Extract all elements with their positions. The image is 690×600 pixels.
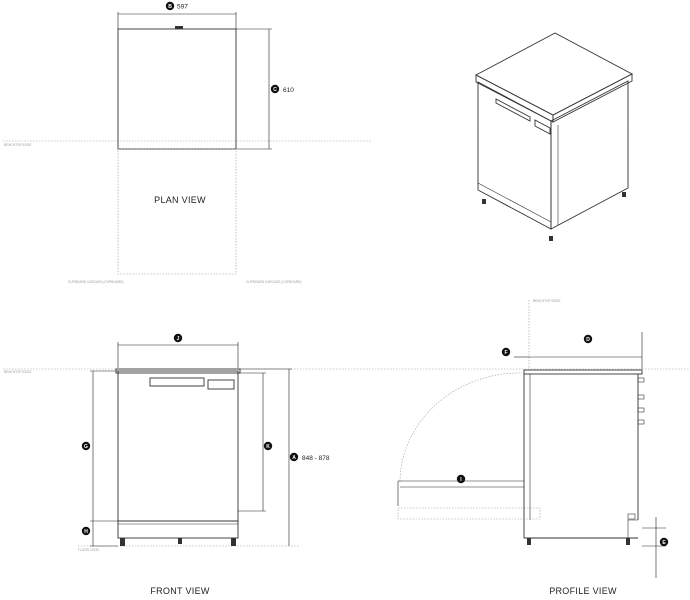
plan-left-cupboard-note: CUPBOARD CARCASS (CUPBOARD) [68,280,123,284]
dim-d-badge [583,334,593,344]
dim-d-badge-letter: D [586,337,590,343]
dim-e-badge [659,537,669,547]
front-control-panel [207,379,235,390]
plan-door-swing-outline [117,148,237,275]
front-door [117,370,239,522]
plan-appliance-outline [117,28,237,150]
profile-rear-bracket [627,513,636,520]
profile-hose-1 [637,377,645,383]
front-view: BENCHTOP EDGE FLOOR LEVEL J G H [3,333,372,596]
dim-i-badge [456,474,466,484]
front-view-label: FRONT VIEW [150,586,210,596]
dim-a-value: 848 - 878 [302,455,330,462]
iso-foot-front-right [549,236,553,241]
profile-foot-front [527,538,531,545]
profile-hose-2 [637,394,645,400]
dim-f-badge-letter: F [504,350,507,356]
profile-rear-step [627,519,638,538]
dim-i-badge-letter: I [460,477,462,483]
iso-control-panel [534,119,551,135]
dim-k-badge [263,441,273,451]
dim-b-badge [165,1,175,11]
dim-j-badge [173,333,183,343]
profile-bench-note: BENCHTOP EDGE [533,299,561,303]
dim-b-value: 597 [177,4,188,11]
dim-a-badge [289,452,299,462]
profile-hose-4 [637,419,645,425]
front-foot-3 [231,538,236,546]
iso-top-front-edge [475,74,554,123]
iso-foot-back-right [622,192,626,197]
dim-c-value: 610 [283,87,294,94]
iso-top-side-edge [552,73,633,123]
profile-top [523,369,643,375]
plan-view: PLAN VIEW B 597 C 610 BENCHTOP EDGE CUPB… [3,1,372,284]
plan-right-cupboard-note: CUPBOARD CARCASS (CUPBOARD) [246,280,301,284]
profile-foot-rear [626,538,630,545]
profile-hose-3 [637,407,645,413]
isometric-view [475,32,633,241]
dim-h-badge-letter: H [84,529,88,535]
profile-view-label: PROFILE VIEW [549,586,617,596]
iso-top [475,32,633,116]
front-floor-note: FLOOR LEVEL [78,548,100,552]
iso-front-face [477,81,552,230]
dim-e-badge-letter: E [662,540,666,546]
iso-kickboard-line [477,182,552,223]
plan-bench-note: BENCHTOP EDGE [4,143,32,147]
front-kickboard [117,520,239,539]
dim-h-badge [81,526,91,536]
dim-c-badge-letter: C [273,87,277,93]
front-door-handle [149,377,205,387]
front-foot-1 [120,538,125,546]
profile-view: BENCHTOP EDGE D F I [372,299,690,596]
door-swing-arc [399,372,523,482]
dim-f-badge [501,347,511,357]
dim-j-badge-letter: J [177,336,180,342]
open-door-outline [397,507,541,520]
iso-side-face [550,80,629,230]
plan-rear-vent [175,26,183,29]
dim-g-badge-letter: G [84,444,88,450]
dim-b-badge-letter: B [168,4,172,10]
dim-c-badge [270,84,280,94]
plan-view-label: PLAN VIEW [154,195,206,205]
front-bench-note: BENCHTOP EDGE [4,370,32,374]
dim-k-badge-letter: K [266,444,270,450]
front-foot-2 [178,538,182,544]
iso-door-handle [495,98,531,122]
dim-g-badge [81,441,91,451]
dim-a-badge-letter: A [292,455,296,461]
iso-foot-front-left [482,199,486,204]
